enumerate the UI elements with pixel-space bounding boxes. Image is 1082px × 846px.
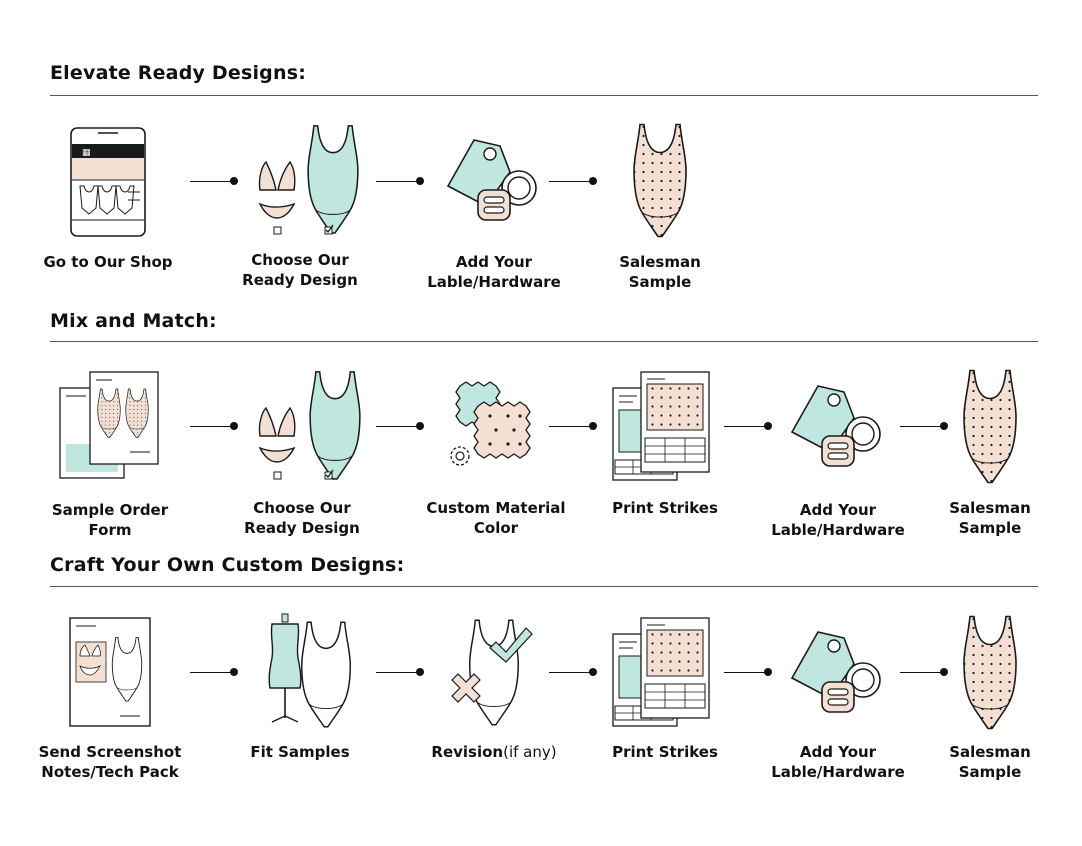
- step-label: Custom Material Color: [426, 499, 566, 537]
- connector-arrow: [900, 422, 948, 430]
- step-add-label-hardware: Add Your Lable/Hardware: [758, 612, 918, 781]
- step-label: Print Strikes: [612, 743, 718, 761]
- order-form-icon: [59, 371, 159, 479]
- section-title-elevate: Elevate Ready Designs:: [50, 62, 307, 84]
- connector-arrow: [376, 177, 424, 185]
- step-label: Salesman Sample: [949, 743, 1031, 781]
- phone-shop-icon: ▦: [70, 127, 146, 237]
- step-fit-samples: Fit Samples: [220, 612, 380, 761]
- step-label: Revision(if any): [431, 743, 557, 761]
- dress-form-icon: [268, 613, 380, 732]
- swimsuit-sample-icon: [910, 612, 1070, 732]
- connector-arrow: [549, 668, 597, 676]
- section-divider: [50, 586, 1038, 587]
- swimsuit-sample-icon: [580, 120, 740, 240]
- step-salesman-sample: Salesman Sample: [910, 612, 1070, 781]
- connector-arrow: [376, 422, 424, 430]
- connector-arrow: [190, 422, 238, 430]
- step-send-tech-pack: Send Screenshot Notes/Tech Pack: [30, 612, 190, 781]
- step-print-strikes: Print Strikes: [585, 366, 745, 517]
- step-add-label-hardware: Add Your Lable/Hardware: [758, 366, 918, 539]
- section-title-mix-match: Mix and Match:: [50, 310, 217, 332]
- print-strikes-icon: [612, 617, 710, 727]
- step-label: Send Screenshot Notes/Tech Pack: [38, 743, 182, 781]
- connector-arrow: [724, 422, 772, 430]
- print-strikes-icon: [612, 371, 710, 481]
- svg-text:▦: ▦: [82, 148, 91, 158]
- swimwear-choice-icon: [258, 366, 382, 486]
- step-sample-order-form: Sample Order Form: [30, 366, 190, 539]
- fabric-swatch-icon: [450, 381, 531, 466]
- step-label: Go to Our Shop: [43, 253, 173, 271]
- revision-icon: [451, 612, 533, 732]
- step-label: Add Your Lable/Hardware: [771, 501, 905, 539]
- connector-arrow: [190, 177, 238, 185]
- tag-hardware-icon: [790, 631, 881, 713]
- step-label: Fit Samples: [250, 743, 350, 761]
- step-revision: Revision(if any): [414, 612, 574, 761]
- swimwear-choice-icon: [258, 120, 380, 235]
- connector-arrow: [724, 668, 772, 676]
- connector-arrow: [549, 422, 597, 430]
- connector-arrow: [900, 668, 948, 676]
- step-salesman-sample: Salesman Sample: [910, 366, 1070, 537]
- step-label: Add Your Lable/Hardware: [427, 253, 561, 291]
- section-title-craft-custom: Craft Your Own Custom Designs:: [50, 554, 405, 576]
- swimsuit-sample-icon: [910, 366, 1070, 486]
- step-label: Add Your Lable/Hardware: [771, 743, 905, 781]
- step-label: Salesman Sample: [949, 499, 1031, 537]
- connector-arrow: [190, 668, 238, 676]
- connector-arrow: [549, 177, 597, 185]
- step-go-to-shop: ▦ Go to Our Shop: [28, 120, 188, 271]
- step-salesman-sample: Salesman Sample: [580, 120, 740, 291]
- step-choose-ready-design: Choose Our Ready Design: [222, 366, 382, 537]
- step-print-strikes: Print Strikes: [585, 612, 745, 761]
- section-divider: [50, 341, 1038, 342]
- connector-arrow: [376, 668, 424, 676]
- step-label: Choose Our Ready Design: [244, 499, 360, 537]
- step-label: Choose Our Ready Design: [242, 251, 358, 289]
- tag-hardware-icon: [790, 385, 881, 467]
- tag-hardware-icon: [446, 139, 537, 221]
- section-divider: [50, 95, 1038, 96]
- step-label: Print Strikes: [612, 499, 718, 517]
- step-label: Salesman Sample: [619, 253, 701, 291]
- step-add-label-hardware: Add Your Lable/Hardware: [414, 120, 574, 291]
- step-choose-ready-design: Choose Our Ready Design: [220, 120, 380, 289]
- step-label: Sample Order Form: [51, 501, 169, 539]
- tech-pack-icon: [69, 617, 151, 727]
- step-custom-material-color: Custom Material Color: [416, 366, 576, 537]
